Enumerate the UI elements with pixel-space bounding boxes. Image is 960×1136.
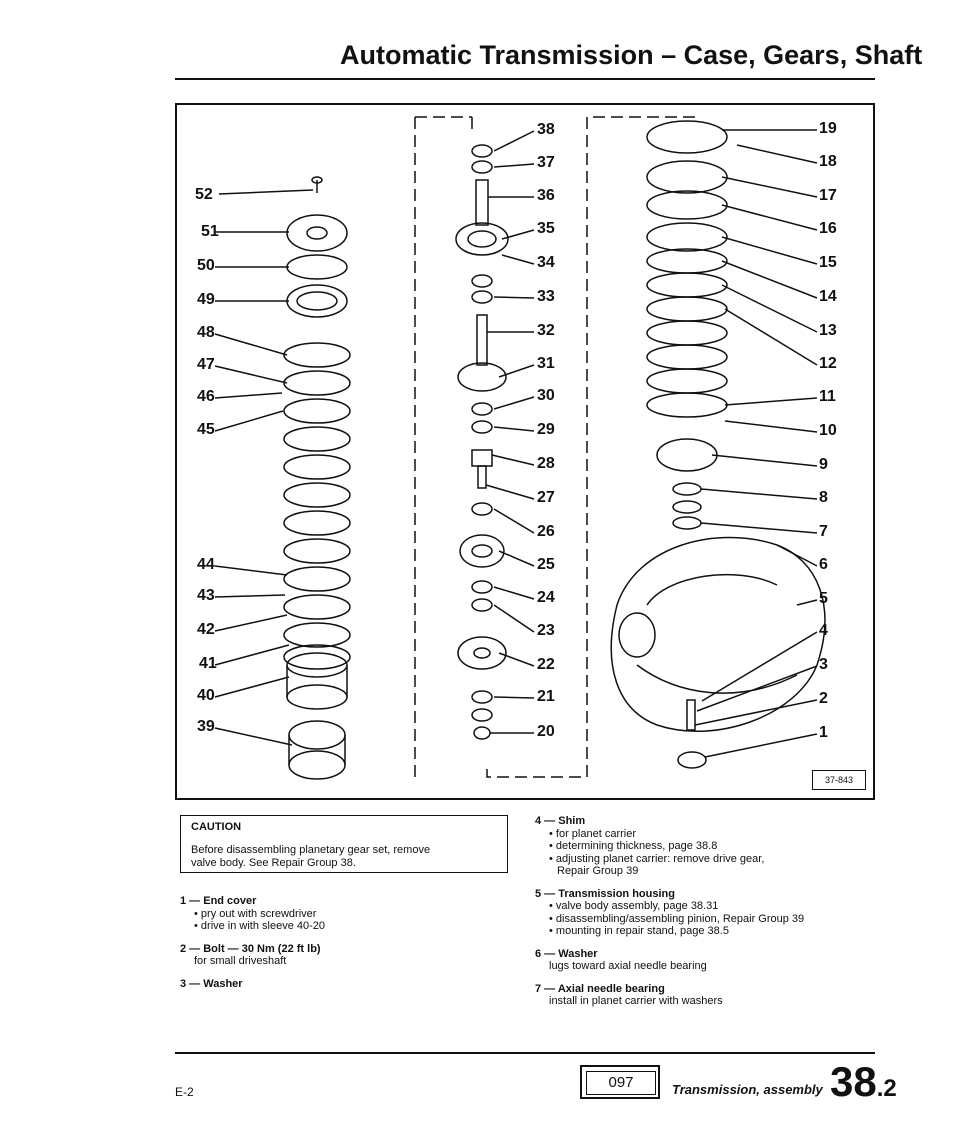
callout-42: 42 [197,621,215,638]
callout-43: 43 [197,587,215,604]
page-number-main: 38 [830,1058,877,1105]
callout-13: 13 [819,322,837,339]
callout-25: 25 [537,556,555,573]
page-title: Automatic Transmission – Case, Gears, Sh… [340,40,923,70]
item-heading: 4 — Shim [535,815,586,827]
exploded-view-figure: 52 51 50 49 48 47 46 45 44 43 42 41 40 3… [175,103,875,800]
footer-rule [175,1052,875,1054]
callout-2: 2 [819,690,828,707]
callout-20: 20 [537,723,555,740]
callout-18: 18 [819,153,837,170]
item-heading: 7 — Axial needle bearing [535,982,665,995]
footer-code: E-2 [175,1085,194,1099]
callout-39: 39 [197,718,215,735]
callout-4: 4 [819,622,828,639]
list-item: 3 — Washer [180,978,500,991]
figure-reference: 37-843 [812,770,866,790]
list-item: 2 — Bolt — 30 Nm (22 ft lb) for small dr… [180,943,500,968]
callout-1: 1 [819,724,828,741]
callout-26: 26 [537,523,555,540]
page-number-sub: .2 [876,1075,897,1102]
item-line: for small driveshaft [194,955,287,967]
callout-14: 14 [819,288,837,305]
item-line: • valve body assembly, page 38.31 [549,900,719,912]
list-item: 7 — Axial needle bearing install in plan… [535,983,880,1008]
callout-34: 34 [537,254,555,271]
item-line: • disassembling/assembling pinion, Repai… [549,912,805,925]
exploded-view-drawing [214,116,826,780]
item-heading: 6 — Washer [535,947,598,960]
parts-list-right: 4 — Shim • for planet carrier • determin… [535,815,880,1018]
callout-48: 48 [197,324,215,341]
callout-30: 30 [537,387,555,404]
callout-29: 29 [537,421,555,438]
item-line: • mounting in repair stand, page 38.5 [549,925,729,937]
item-heading: 1 — End cover [180,895,257,907]
header-rule [175,78,875,80]
callout-52: 52 [195,186,213,203]
callout-12: 12 [819,355,837,372]
item-line: install in planet carrier with washers [549,995,723,1007]
caution-heading: CAUTION [191,821,242,833]
callout-36: 36 [537,187,555,204]
caution-text-line-2: valve body. See Repair Group 38. [191,857,356,869]
item-heading: 3 — Washer [180,977,243,990]
callout-44: 44 [197,556,215,573]
callout-9: 9 [819,456,828,473]
callout-45: 45 [197,421,215,438]
callout-24: 24 [537,589,555,606]
callout-10: 10 [819,422,837,439]
callout-5: 5 [819,590,828,607]
callout-40: 40 [197,687,215,704]
footer-section-label: Transmission, assembly [672,1082,823,1097]
callout-23: 23 [537,622,555,639]
callout-16: 16 [819,220,837,237]
group-badge-number: 097 [586,1071,656,1095]
callout-3: 3 [819,656,828,673]
callout-15: 15 [819,254,837,271]
callout-47: 47 [197,356,215,373]
list-item: 1 — End cover • pry out with screwdriver… [180,895,500,933]
callout-35: 35 [537,220,555,237]
item-heading: 5 — Transmission housing [535,887,675,900]
callout-32: 32 [537,322,555,339]
callout-51: 51 [201,223,219,240]
callout-41: 41 [199,655,217,672]
item-line: lugs toward axial needle bearing [549,960,707,972]
group-badge: 097 [580,1065,660,1099]
callout-49: 49 [197,291,215,308]
callout-7: 7 [819,523,828,540]
page-number: 38.2 [830,1058,897,1106]
caution-box: CAUTION Before disassembling planetary g… [180,815,508,873]
callout-33: 33 [537,288,555,305]
callout-21: 21 [537,688,555,705]
list-item: 4 — Shim • for planet carrier • determin… [535,815,880,878]
item-line: • determining thickness, page 38.8 [549,840,718,852]
item-heading: 2 — Bolt — 30 Nm (22 ft lb) [180,942,321,955]
callout-28: 28 [537,455,555,472]
callout-8: 8 [819,489,828,506]
callout-17: 17 [819,187,837,204]
callout-37: 37 [537,154,555,171]
callout-46: 46 [197,388,215,405]
item-line: • adjusting planet carrier: remove drive… [549,852,765,865]
item-line: • drive in with sleeve 40-20 [194,920,326,932]
callout-19: 19 [819,120,837,137]
parts-list-left: 1 — End cover • pry out with screwdriver… [180,895,500,1000]
callout-31: 31 [537,355,555,372]
callout-22: 22 [537,656,555,673]
item-line: Repair Group 39 [557,865,639,877]
item-line: • pry out with screwdriver [194,907,317,920]
callout-38: 38 [537,121,555,138]
list-item: 6 — Washer lugs toward axial needle bear… [535,948,880,973]
callout-50: 50 [197,257,215,274]
item-line: • for planet carrier [549,827,636,840]
callout-6: 6 [819,556,828,573]
caution-text-line-1: Before disassembling planetary gear set,… [191,844,431,856]
callout-27: 27 [537,489,555,506]
list-item: 5 — Transmission housing • valve body as… [535,888,880,938]
callout-11: 11 [819,388,836,405]
